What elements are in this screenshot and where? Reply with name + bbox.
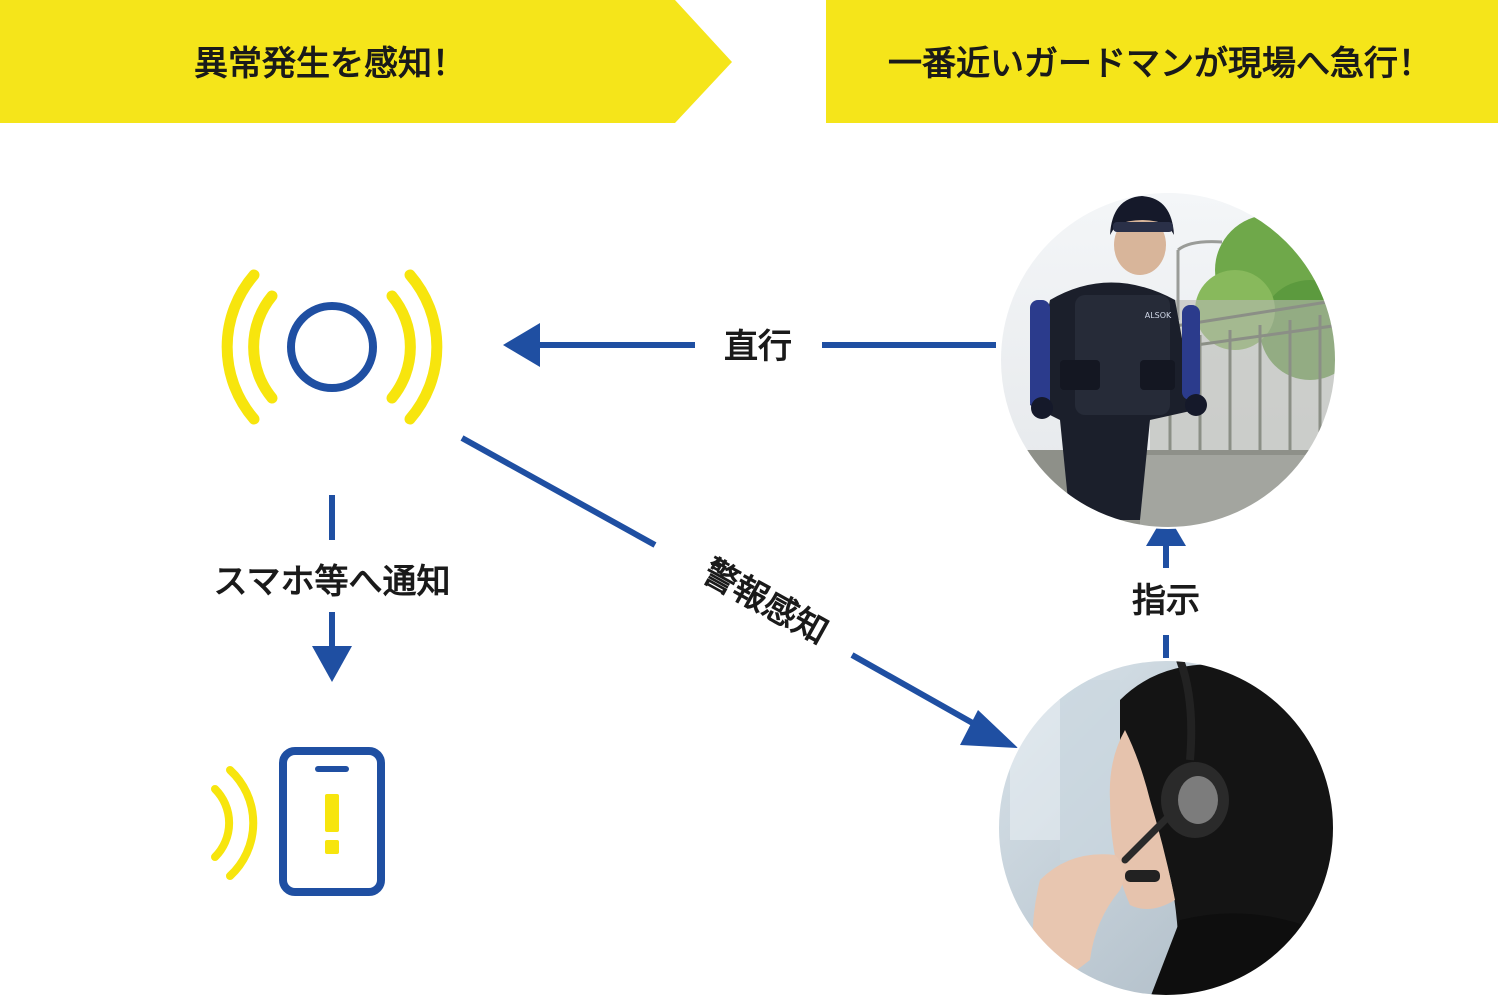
label-alarm: 警報感知 xyxy=(696,552,834,653)
banner-right-shape xyxy=(826,0,1498,123)
exclamation-bar xyxy=(325,794,339,832)
operator-photo xyxy=(997,659,1335,997)
label-instruct: 指示 xyxy=(1132,581,1200,621)
arrow-notify-head xyxy=(312,646,352,682)
banner-left-shape xyxy=(0,0,732,123)
guard-vest-badge: ALSOK xyxy=(1145,311,1172,320)
arrow-alarm-head xyxy=(960,710,1018,748)
smartphone-icon xyxy=(211,747,385,896)
phone-wave-inner xyxy=(211,785,234,861)
arrow-instruct xyxy=(1146,512,1186,658)
banner-left: 異常発生を感知！ xyxy=(0,0,732,123)
arrow-direct xyxy=(503,323,996,367)
banner-left-text: 異常発生を感知！ xyxy=(194,44,466,84)
sensor-icon xyxy=(221,269,443,425)
guard-photo: ALSOK xyxy=(999,191,1337,529)
sensor-wave-left-inner xyxy=(248,290,278,404)
exclamation-dot xyxy=(325,840,339,854)
phone-wave-outer xyxy=(226,766,258,880)
arrow-alarm xyxy=(460,435,1018,748)
sensor-wave-right-outer xyxy=(404,269,443,425)
sensor-wave-right-inner xyxy=(386,290,416,404)
banner-right-text: 一番近いガードマンが現場へ急行！ xyxy=(888,44,1432,84)
banner-right: 一番近いガードマンが現場へ急行！ xyxy=(826,0,1498,123)
label-direct: 直行 xyxy=(724,327,792,367)
arrow-instruct-head xyxy=(1146,512,1186,546)
arrow-direct-head xyxy=(503,323,540,367)
label-notify: スマホ等へ通知 xyxy=(214,562,451,602)
sensor-wave-left-outer xyxy=(221,269,260,425)
phone-body xyxy=(279,747,385,896)
arrow-notify xyxy=(312,495,352,682)
sensor-core xyxy=(287,302,377,392)
